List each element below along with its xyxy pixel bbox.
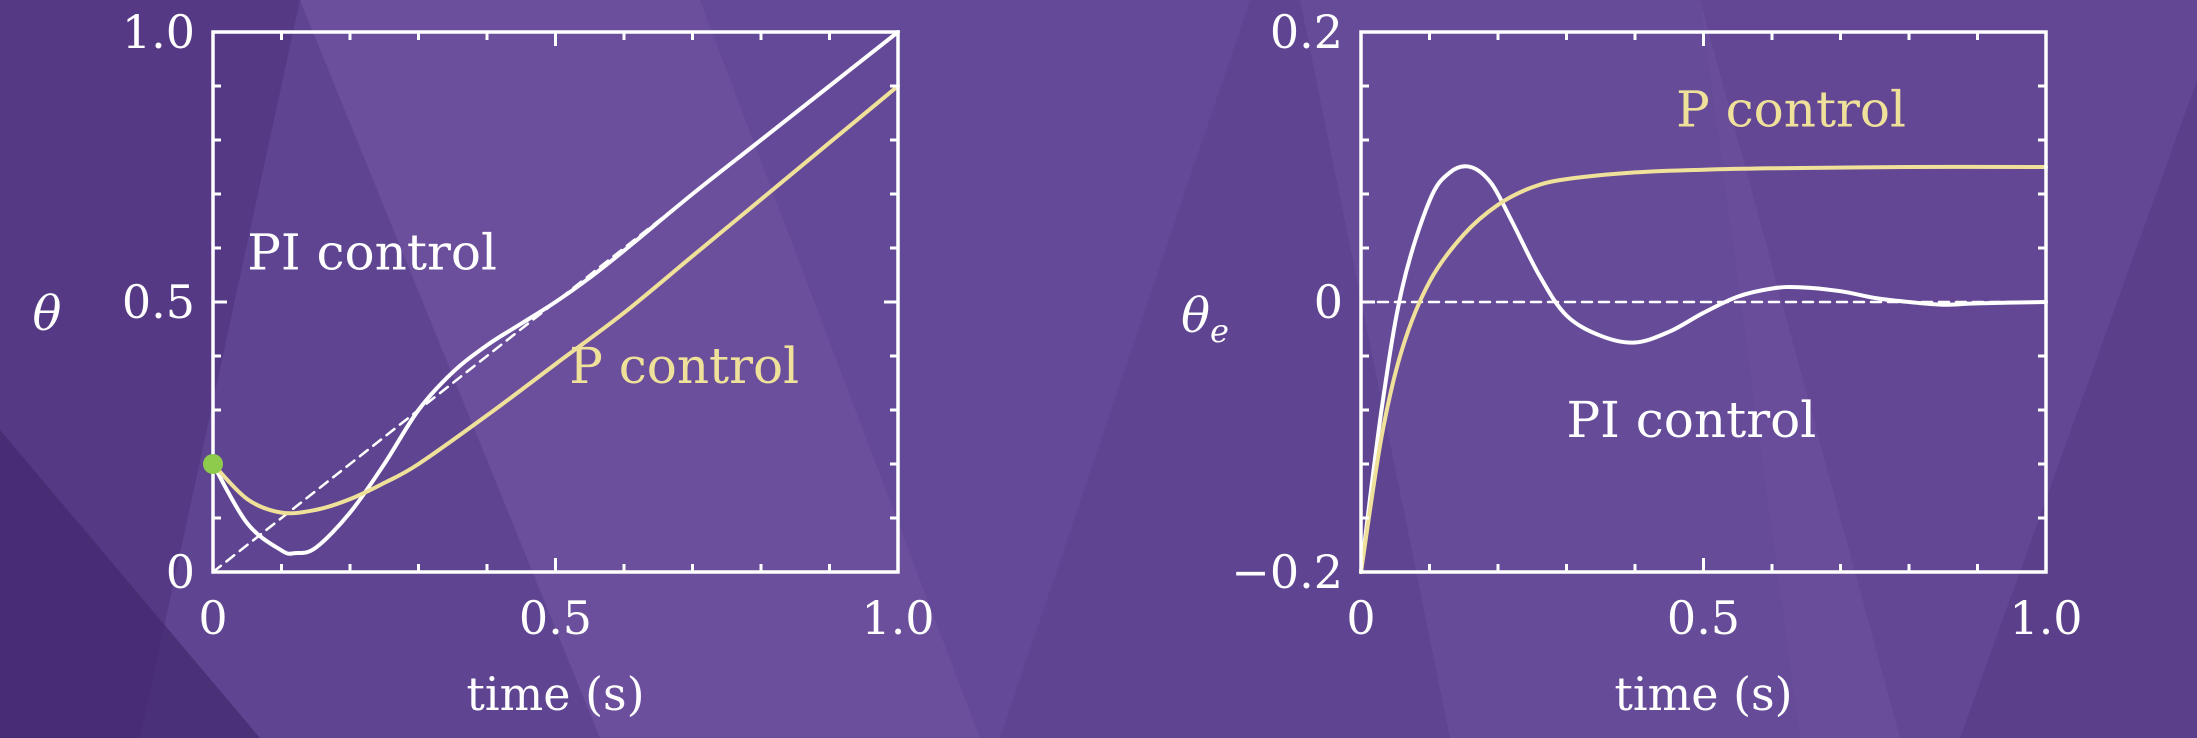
x-tick-label: 0: [1346, 591, 1375, 645]
y-axis-label: θ: [33, 286, 62, 342]
series-annotation: PI control: [247, 224, 497, 282]
x-tick-label: 1.0: [2009, 591, 2082, 645]
x-tick-label: 0.5: [519, 591, 592, 645]
y-tick-label: 0.5: [122, 275, 195, 329]
y-tick-label: 0.2: [1270, 5, 1343, 59]
y-tick-label: 0: [1314, 275, 1343, 329]
series-line-p: [1359, 164, 2048, 574]
x-axis-label: time (s): [1614, 667, 1792, 721]
series-annotation: PI control: [1567, 391, 1817, 449]
x-axis-label: time (s): [466, 667, 644, 721]
x-tick-label: 0: [198, 591, 227, 645]
y-axis-label: θe: [1181, 288, 1229, 350]
x-tick-label: 0.5: [1667, 591, 1740, 645]
series-annotation: P control: [1676, 81, 1906, 139]
series-line-p: [211, 84, 900, 516]
y-tick-label: 1.0: [122, 5, 195, 59]
series-line-pi: [211, 30, 900, 556]
x-tick-label: 1.0: [861, 591, 934, 645]
y-axis-label-subscript: e: [1210, 312, 1229, 350]
initial-condition-marker: [203, 454, 223, 474]
y-tick-label: −0.2: [1231, 545, 1343, 599]
series-line-pi: [1359, 164, 2048, 574]
y-tick-label: 0: [166, 545, 195, 599]
series-annotation: P control: [569, 337, 799, 395]
